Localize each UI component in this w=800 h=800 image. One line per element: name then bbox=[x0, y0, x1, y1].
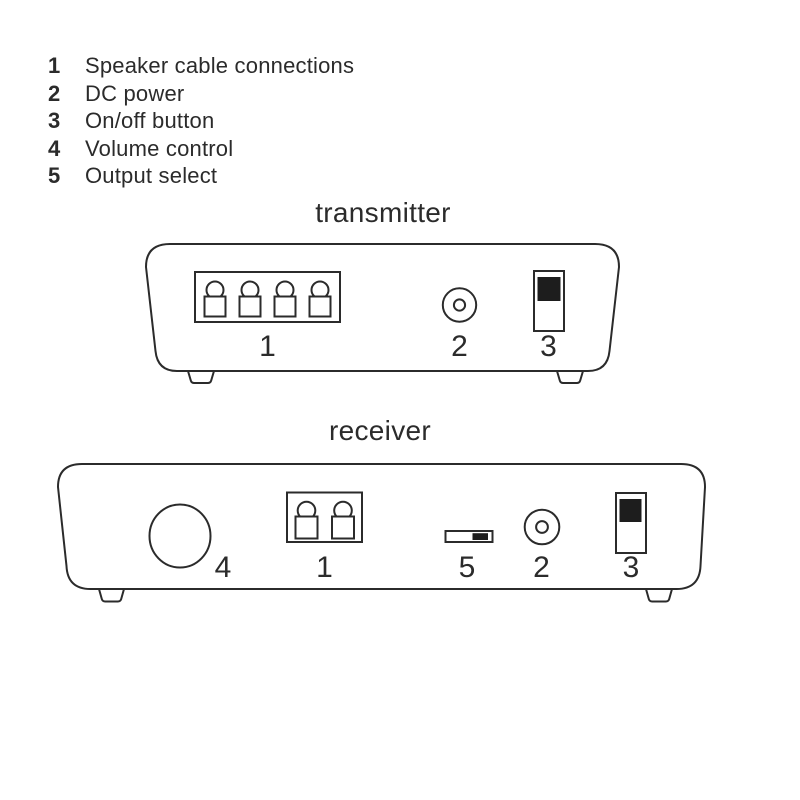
receiver-title: receiver bbox=[329, 415, 431, 446]
transmitter-callout-power: 3 bbox=[540, 330, 557, 363]
legend-item-output-select: 5 Output select bbox=[48, 162, 354, 190]
receiver-callout-power: 3 bbox=[622, 551, 640, 584]
receiver-power-switch-icon bbox=[615, 492, 647, 554]
terminal-post-icon bbox=[203, 295, 227, 318]
receiver-callout-dc: 2 bbox=[533, 551, 550, 584]
receiver-speaker-terminal-block-icon bbox=[286, 491, 363, 543]
slider-knob bbox=[472, 533, 488, 540]
receiver-volume-knob-icon bbox=[148, 503, 212, 569]
legend-label: Volume control bbox=[85, 135, 234, 161]
dc-jack-outer bbox=[523, 508, 561, 546]
transmitter-foot-right bbox=[555, 370, 585, 384]
legend-label: DC power bbox=[85, 80, 185, 106]
legend-item-volume: 4 Volume control bbox=[48, 135, 354, 163]
transmitter-power-switch-icon bbox=[533, 270, 565, 332]
transmitter-speaker-terminal-block-icon bbox=[194, 271, 341, 323]
legend-number: 1 bbox=[48, 53, 61, 78]
dc-jack-outer bbox=[441, 287, 478, 323]
receiver-device bbox=[56, 463, 707, 603]
dc-jack-inner bbox=[535, 520, 549, 534]
legend-number: 4 bbox=[48, 135, 61, 161]
terminal-post-icon bbox=[238, 295, 262, 318]
legend-item-on-off: 3 On/off button bbox=[48, 107, 354, 135]
receiver-body bbox=[56, 463, 707, 590]
legend-number: 2 bbox=[48, 80, 61, 106]
transmitter-callout-speaker: 1 bbox=[259, 330, 276, 363]
receiver-callout-volume: 4 bbox=[214, 551, 232, 584]
terminal-post-icon bbox=[331, 515, 355, 540]
legend-number: 5 bbox=[48, 163, 61, 188]
legend-label: On/off button bbox=[85, 108, 215, 133]
receiver-foot-right bbox=[644, 588, 674, 603]
receiver-callout-speaker: 1 bbox=[316, 551, 333, 584]
terminal-post-icon bbox=[273, 295, 297, 318]
legend-label: Output select bbox=[85, 163, 218, 188]
transmitter-dc-jack-icon bbox=[441, 287, 478, 323]
legend: 1 Speaker cable connections 2 DC power 3… bbox=[48, 52, 354, 190]
transmitter-foot-left bbox=[186, 370, 216, 384]
legend-item-dc-power: 2 DC power bbox=[48, 80, 354, 108]
power-switch-knob bbox=[537, 277, 561, 301]
legend-item-speaker: 1 Speaker cable connections bbox=[48, 52, 354, 80]
receiver-foot-left bbox=[97, 588, 126, 603]
dc-jack-inner bbox=[452, 298, 467, 312]
receiver-callout-output: 5 bbox=[458, 551, 476, 584]
terminal-post-icon bbox=[294, 515, 319, 540]
power-switch-knob bbox=[619, 499, 642, 522]
legend-number: 3 bbox=[48, 108, 61, 133]
receiver-output-select-slider-icon bbox=[444, 530, 494, 543]
legend-label: Speaker cable connections bbox=[85, 53, 355, 78]
receiver-dc-jack-icon bbox=[523, 508, 561, 546]
terminal-post-icon bbox=[308, 295, 332, 318]
transmitter-title: transmitter bbox=[315, 197, 451, 228]
transmitter-callout-dc: 2 bbox=[451, 330, 468, 363]
slider-track bbox=[444, 530, 494, 543]
transmitter-device bbox=[144, 243, 621, 384]
